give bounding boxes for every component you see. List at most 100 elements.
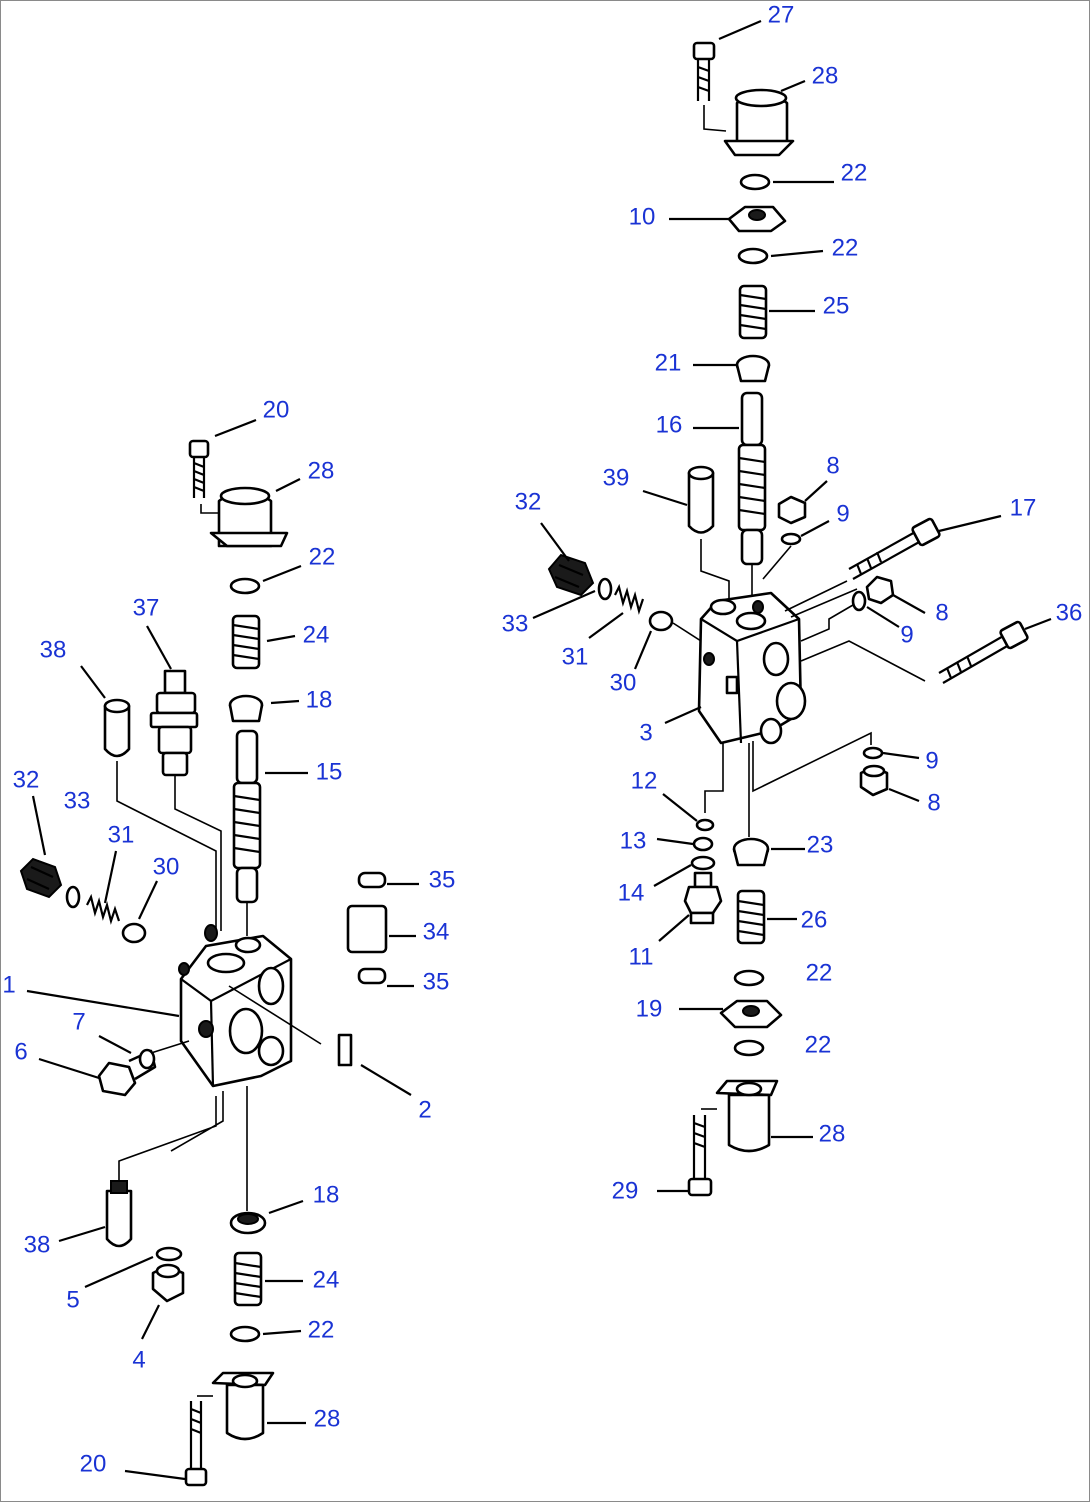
callout-label: 33 (502, 610, 529, 637)
o-ring-part (597, 577, 613, 601)
seal-part (357, 967, 387, 985)
spring-part (736, 889, 766, 945)
callout-label: 37 (133, 594, 160, 621)
o-ring-part (155, 1246, 183, 1262)
plug-part (777, 495, 807, 525)
leader-lines (26, 19, 1052, 1481)
o-ring-part (733, 969, 765, 987)
callout-label: 28 (819, 1120, 846, 1147)
callout-label: 36 (1056, 599, 1083, 626)
check-valve-part (103, 698, 131, 758)
relief-plug-part (149, 669, 199, 777)
callout-label: 17 (1010, 494, 1037, 521)
retainer-part (732, 837, 770, 867)
callout-label: 22 (832, 234, 859, 261)
callout-label: 8 (927, 789, 940, 816)
callout-label: 4 (132, 1346, 145, 1373)
check-valve-part (105, 1180, 133, 1248)
plug-part (547, 553, 595, 597)
bolt-part (848, 517, 941, 580)
callout-label: 32 (515, 488, 542, 515)
o-ring-part (695, 818, 715, 832)
callout-label: 31 (562, 643, 589, 670)
o-ring-part (229, 1325, 261, 1343)
gasket-part (346, 904, 388, 954)
o-ring-part (138, 1048, 156, 1070)
callout-label: 38 (24, 1231, 51, 1258)
callout-label: 24 (303, 621, 330, 648)
callout-label: 1 (2, 971, 15, 998)
callout-label: 27 (768, 1, 795, 28)
callout-label: 6 (14, 1038, 27, 1065)
callout-label: 23 (807, 831, 834, 858)
callout-label: 22 (806, 959, 833, 986)
flange-part (727, 205, 787, 233)
callout-label: 33 (64, 787, 91, 814)
left-valve-assembly (19, 439, 388, 1487)
callout-label: 8 (935, 599, 948, 626)
callout-label: 22 (805, 1031, 832, 1058)
cartridge-part (687, 465, 715, 534)
valve-body-part (697, 591, 807, 745)
o-ring-part (65, 885, 81, 909)
poppet-part (121, 922, 147, 944)
callout-label: 22 (308, 1316, 335, 1343)
callout-label: 31 (108, 821, 135, 848)
callout-label: 35 (429, 866, 456, 893)
callout-label: 12 (631, 767, 658, 794)
callout-label: 28 (812, 62, 839, 89)
callout-label: 35 (423, 968, 450, 995)
flange-part (719, 999, 783, 1029)
cover-part (723, 88, 795, 157)
callout-label: 13 (620, 827, 647, 854)
callout-label: 34 (423, 918, 450, 945)
o-ring-part (733, 1039, 765, 1057)
o-ring-part (862, 746, 884, 760)
bolt-part (692, 41, 716, 101)
callout-label: 38 (40, 636, 67, 663)
cover-part (715, 1079, 779, 1153)
plug-part (19, 857, 63, 899)
o-ring-part (739, 173, 771, 191)
spring-part (231, 614, 261, 670)
plug-part (151, 1263, 185, 1303)
callout-label: 22 (309, 543, 336, 570)
left-callouts: 20 28 22 24 18 15 37 38 32 33 31 30 35 3… (2, 396, 455, 1477)
bolt-part (938, 620, 1029, 684)
poppet-part (648, 610, 674, 632)
callout-label: 15 (316, 758, 343, 785)
plug-part (859, 764, 889, 797)
fitting-part (683, 871, 723, 925)
callout-label: 5 (66, 1286, 79, 1313)
o-ring-part (692, 836, 714, 852)
callout-label: 19 (636, 995, 663, 1022)
valve-body-part (178, 924, 293, 1088)
callout-label: 9 (925, 747, 938, 774)
spool-part (737, 391, 767, 566)
callout-label: 9 (900, 621, 913, 648)
callout-label: 3 (639, 719, 652, 746)
callout-label: 18 (313, 1181, 340, 1208)
callout-label: 39 (603, 464, 630, 491)
spring-part (614, 583, 645, 615)
callout-label: 10 (629, 203, 656, 230)
retainer-part (229, 1211, 267, 1235)
callout-label: 28 (314, 1405, 341, 1432)
callout-label: 14 (618, 879, 645, 906)
callout-label: 16 (656, 411, 683, 438)
o-ring-part (737, 247, 769, 265)
o-ring-part (690, 855, 716, 871)
seal-part (337, 1033, 353, 1067)
callout-label: 29 (612, 1177, 639, 1204)
callout-label: 2 (418, 1096, 431, 1123)
bolt-part (184, 1401, 208, 1487)
callout-label: 7 (72, 1008, 85, 1035)
callout-label: 25 (823, 292, 850, 319)
callout-label: 22 (841, 159, 868, 186)
o-ring-part (229, 577, 261, 595)
callout-label: 20 (263, 396, 290, 423)
spring-part (86, 893, 121, 925)
cover-part (209, 486, 289, 548)
